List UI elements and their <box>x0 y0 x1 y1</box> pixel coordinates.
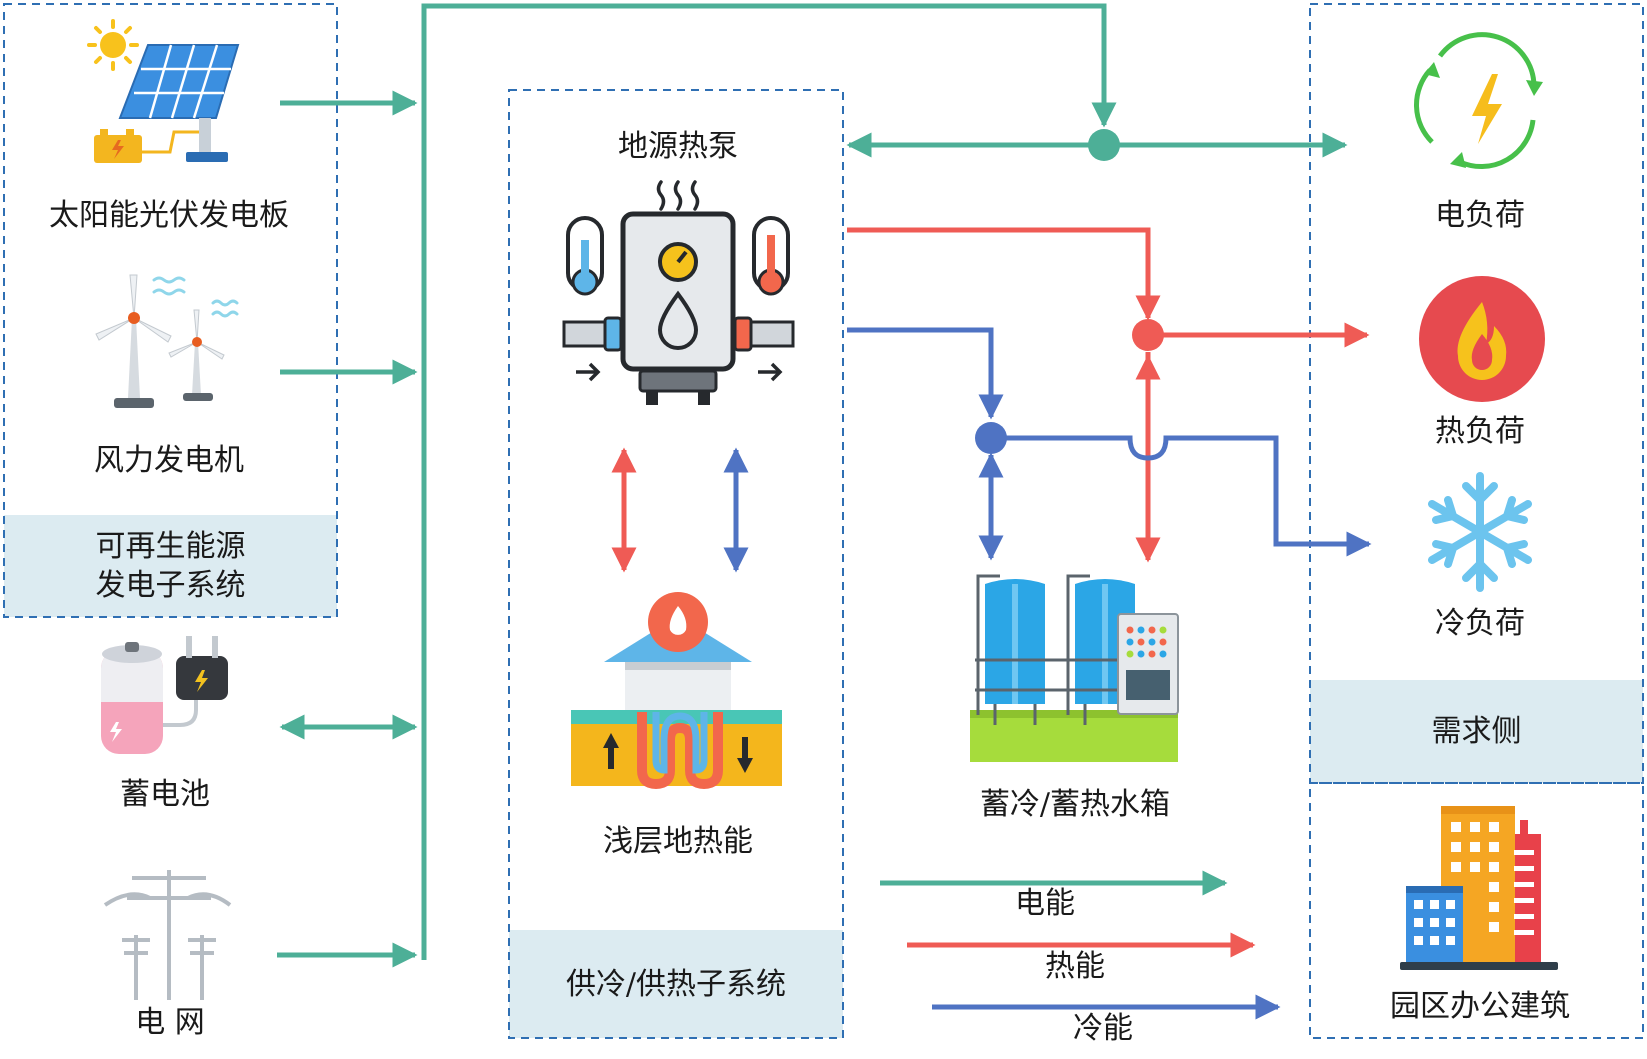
legend-heat-label: 热能 <box>1045 949 1105 984</box>
power-tower-icon <box>103 870 232 1000</box>
building-icon <box>1400 806 1558 970</box>
cold-junction <box>975 422 1007 454</box>
cold-lines <box>723 327 1372 573</box>
snowflake-icon <box>1428 472 1532 592</box>
legend-electric-label: 电能 <box>1015 886 1075 921</box>
renewable-subsystem-label: 可再生能源 发电子系统 <box>6 517 335 615</box>
battery-icon <box>101 636 228 754</box>
geothermal-icon <box>571 592 782 790</box>
water-tank-label: 蓄冷/蓄热水箱 <box>979 787 1171 822</box>
wind-turbine-icon <box>95 274 239 408</box>
electric-lines <box>277 3 1348 968</box>
demand-side-label: 需求侧 <box>1312 682 1641 781</box>
heat-load-label: 热负荷 <box>1435 414 1525 449</box>
legend-cold-label: 冷能 <box>1073 1011 1133 1046</box>
flame-icon <box>1419 276 1545 402</box>
lightning-cycle-icon <box>1414 32 1543 170</box>
center-subsystem-label: 供冷/供热子系统 <box>511 932 841 1036</box>
solar-panel-icon <box>94 44 240 163</box>
sun-icon <box>87 19 139 71</box>
heat-pump-label: 地源热泵 <box>618 129 738 164</box>
grid-label: 电 网 <box>135 1005 205 1040</box>
electric-load-label: 电负荷 <box>1435 198 1525 233</box>
legend-arrows <box>880 870 1281 1020</box>
wind-turbine-label: 风力发电机 <box>94 443 244 478</box>
battery-label: 蓄电池 <box>120 777 210 812</box>
electric-junction <box>1088 129 1120 161</box>
renewable-subsystem-line1: 可再生能源 <box>95 529 246 564</box>
water-tank-icon <box>970 574 1179 762</box>
heat-junction <box>1132 319 1164 351</box>
solar-panel-label: 太阳能光伏发电板 <box>49 198 289 233</box>
cold-load-label: 冷负荷 <box>1435 606 1525 641</box>
geothermal-label: 浅层地热能 <box>603 824 753 859</box>
heat-pump-icon <box>562 180 795 405</box>
renewable-subsystem-line2: 发电子系统 <box>95 568 246 603</box>
building-label: 园区办公建筑 <box>1390 989 1570 1024</box>
